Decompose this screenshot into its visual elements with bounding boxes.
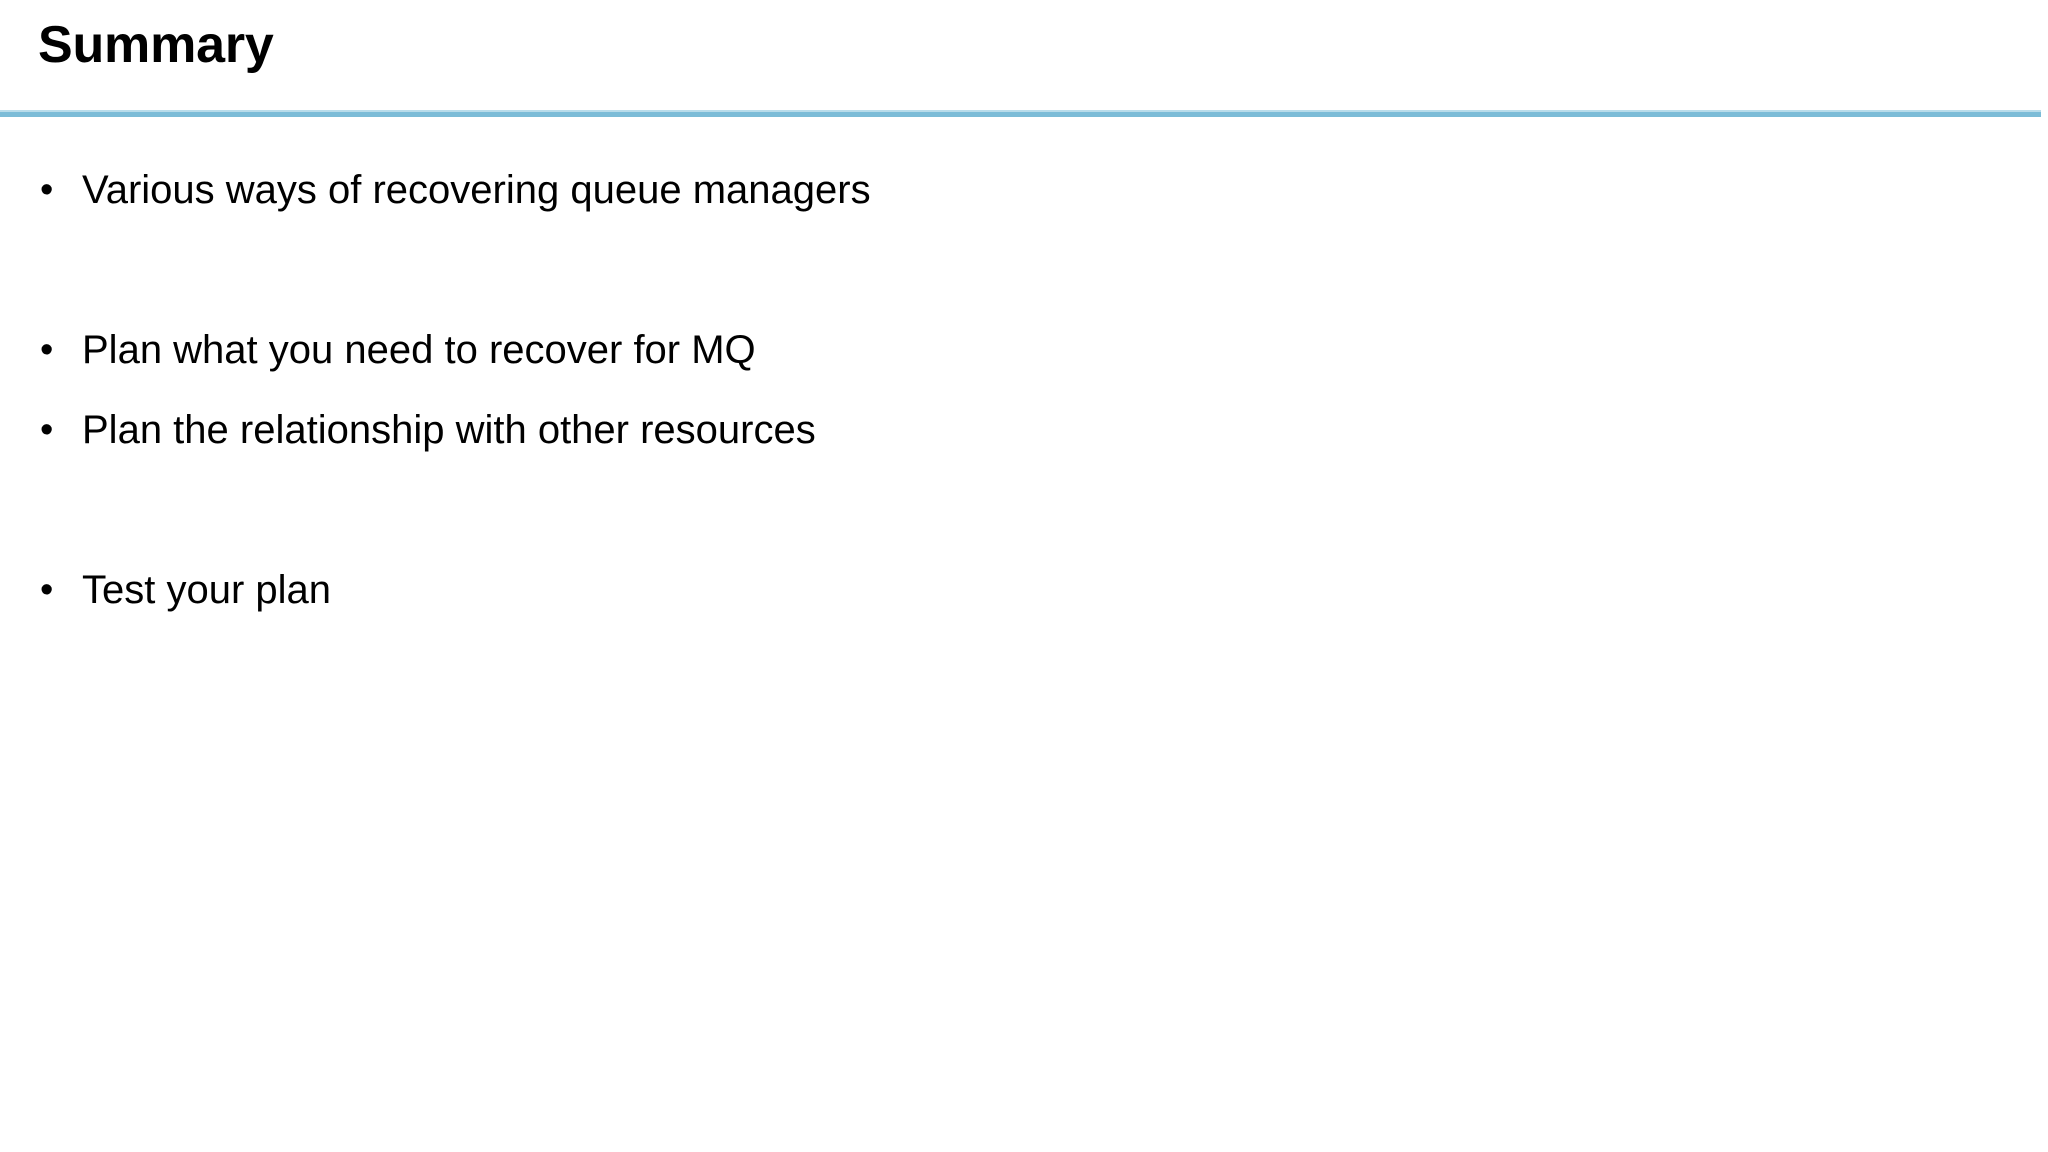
bullet-marker-icon: •	[40, 169, 54, 211]
title-rule-highlight	[0, 110, 2041, 112]
list-item-label: Various ways of recovering queue manager…	[82, 168, 871, 212]
list-item: • Various ways of recovering queue manag…	[0, 164, 2048, 244]
list-item: • Plan the relationship with other resou…	[0, 404, 2048, 484]
bullet-marker-icon: •	[40, 329, 54, 371]
title-divider	[0, 112, 2041, 117]
list-item-label: Plan what you need to recover for MQ	[82, 328, 756, 372]
bullet-list: • Various ways of recovering queue manag…	[0, 164, 2048, 644]
bullet-marker-icon: •	[40, 569, 54, 611]
list-item-label: Plan the relationship with other resourc…	[82, 408, 816, 452]
list-item: • Test your plan	[0, 564, 2048, 644]
list-item: • Plan what you need to recover for MQ	[0, 324, 2048, 404]
bullet-marker-icon: •	[40, 409, 54, 451]
page-title: Summary	[38, 16, 274, 74]
list-item-label: Test your plan	[82, 568, 332, 612]
